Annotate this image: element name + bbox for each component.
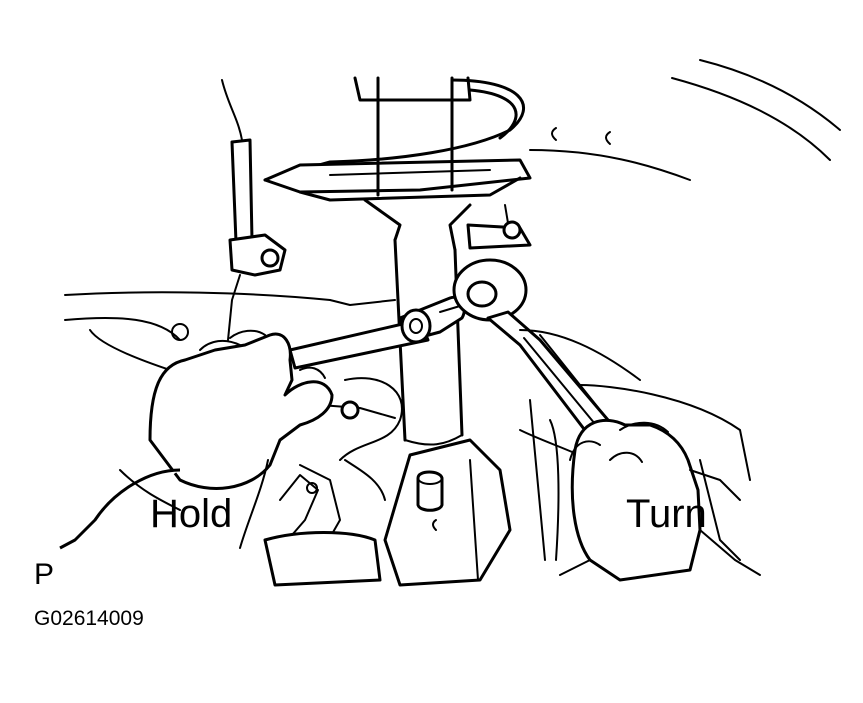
right-hand — [559, 418, 761, 582]
left-body-panel — [64, 291, 396, 371]
lower-bracket — [263, 474, 382, 587]
sensor-wire — [221, 79, 287, 341]
view-marker: P — [34, 558, 55, 591]
strut-bracket-bolt — [466, 204, 532, 250]
steering-knuckle — [383, 438, 512, 587]
upper-spring-seat — [263, 158, 532, 202]
strut-tube — [363, 76, 472, 446]
fender-panel-lines — [529, 59, 841, 181]
hold-label: Hold — [150, 492, 233, 536]
drive-shaft — [519, 329, 751, 561]
socket-wrench — [288, 295, 466, 370]
turn-label: Turn — [626, 492, 707, 536]
left-hand — [59, 329, 334, 550]
box-wrench — [452, 258, 627, 452]
figure-code: G02614009 — [34, 607, 144, 630]
